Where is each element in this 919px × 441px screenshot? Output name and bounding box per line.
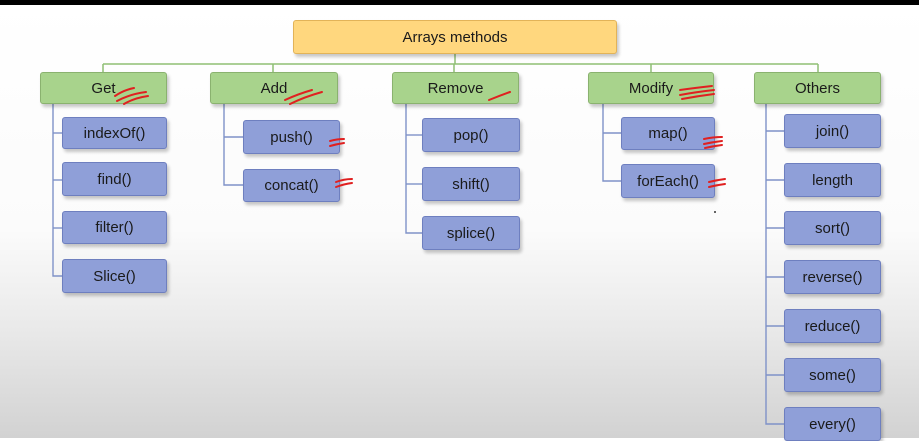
category-add: Add [210,72,338,104]
method-label: length [812,171,853,189]
root-node: Arrays methods [293,20,617,54]
annotation-scribble [329,138,345,147]
method-node: splice() [422,216,520,250]
modify-spine [602,104,621,182]
annotation-scribble [114,87,149,105]
method-node: map() [621,117,715,150]
method-node: sort() [784,211,881,245]
method-node: pop() [422,118,520,152]
method-label: filter() [95,219,134,236]
method-node: join() [784,114,881,148]
method-label: sort() [815,219,850,237]
method-node: shift() [422,167,520,201]
method-label: indexOf() [83,124,146,142]
method-label: every() [809,415,856,433]
method-node: reduce() [784,309,881,343]
method-node: length [784,163,881,197]
method-node: filter() [62,211,167,244]
category-label: Modify [628,79,674,97]
method-node: every() [784,407,881,441]
category-label: Get [91,79,116,97]
method-node: concat() [243,169,340,202]
method-node: forEach() [621,164,715,198]
annotation-scribble [679,85,715,100]
method-node: find() [62,162,167,196]
category-label: Add [260,79,288,97]
method-label: shift() [452,175,490,193]
category-label: Others [794,79,840,97]
method-label: Slice() [93,267,136,285]
method-label: some() [809,366,856,384]
method-label: map() [648,125,688,142]
method-label: push() [270,128,313,146]
method-label: splice() [446,224,496,242]
method-node: push() [243,120,340,154]
method-label: join() [815,122,850,140]
annotation-scribble [708,178,726,188]
method-node: reverse() [784,260,881,294]
add-spine [223,104,243,186]
stray-dot [714,211,716,213]
category-label: Remove [427,79,484,97]
root-label: Arrays methods [402,28,508,46]
get-spine [52,104,62,277]
method-label: forEach() [637,172,699,190]
method-node: indexOf() [62,117,167,149]
category-remove: Remove [392,72,519,104]
remove-spine [405,104,422,234]
method-label: reduce() [804,317,861,335]
method-node: Slice() [62,259,167,293]
annotation-scribble [284,89,323,105]
method-label: concat() [264,177,319,194]
annotation-scribble [488,91,511,101]
category-get: Get [40,72,167,104]
method-label: reverse() [802,268,863,286]
annotation-scribble [703,136,723,149]
top-black-bar [0,0,919,5]
method-node: some() [784,358,881,392]
method-label: find() [97,170,132,188]
method-label: pop() [453,126,489,144]
category-others: Others [754,72,881,104]
others-spine [765,104,784,425]
annotation-scribble [335,178,353,188]
